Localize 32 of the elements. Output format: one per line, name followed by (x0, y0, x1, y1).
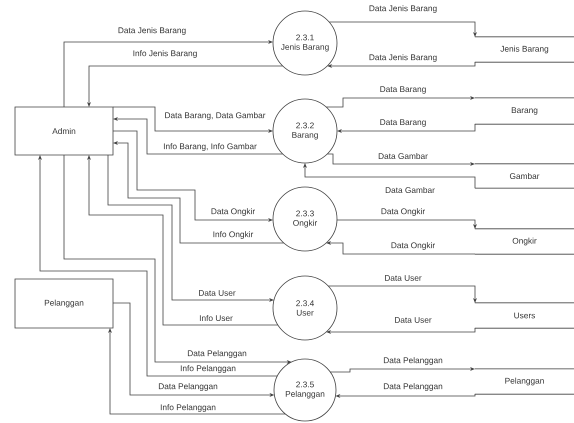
edge-label: Data Gambar (384, 186, 436, 194)
edge-label: Data Jenis Barang (368, 4, 438, 14)
edge-label: Data Ongkir (380, 207, 426, 217)
data-store: Jenis Barang (474, 36, 574, 63)
edge-label: Data Jenis Barang (117, 26, 187, 36)
edge-label: Data User (198, 289, 236, 297)
edge-label: Data Ongkir (390, 241, 436, 251)
edge-label: Info Ongkir (212, 230, 254, 240)
edge-label: Data Pelanggan (157, 382, 219, 392)
edge-label: Info Barang, Info Gambar (162, 142, 258, 152)
edge-label: Info Pelanggan (179, 364, 237, 374)
data-store: Barang (474, 97, 574, 125)
edge-label: Info Pelanggan (159, 403, 217, 413)
data-store: Pelanggan (474, 368, 574, 395)
external-entity-box: Admin (14, 106, 114, 156)
edge-label: Data Ongkir (210, 207, 256, 217)
edge-label: Info Jenis Barang (132, 49, 198, 59)
data-store: Ongkir (474, 228, 574, 255)
edge-label: Data Pelanggan (186, 349, 248, 359)
data-store: Users (474, 302, 574, 329)
edge-label: Data Jenis Barang (368, 53, 438, 63)
edge-label: Data Gambar (377, 152, 429, 160)
edge-label: Data Pelanggan (382, 382, 444, 392)
data-store: Gambar (474, 163, 574, 189)
edge-label: Data User (384, 274, 422, 282)
edge-label: Info User (198, 314, 234, 322)
edge-label: Data Barang (378, 85, 428, 95)
edge-label: Data User (394, 316, 432, 324)
edge-label: Data Pelanggan (382, 356, 444, 366)
external-entity-box: Pelanggan (14, 278, 114, 328)
edge-label: Data Barang (378, 118, 428, 128)
edge-label: Data Barang, Data Gambar (164, 111, 266, 121)
